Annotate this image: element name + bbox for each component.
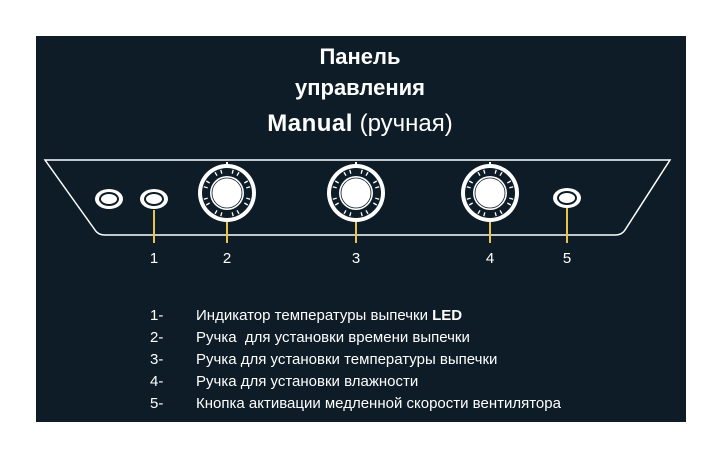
knob-icon[interactable] <box>198 162 256 222</box>
callout-number-1: 1 <box>150 250 158 267</box>
title-line-2: управления <box>294 75 425 100</box>
knob-icon[interactable] <box>461 162 519 222</box>
legend-text: Ручка для установки времени выпечки <box>196 329 470 346</box>
legend-text: Ручка для установки температуры выпечки <box>196 351 498 368</box>
callout-number-3: 3 <box>352 250 360 267</box>
callout-number-2: 2 <box>223 250 231 267</box>
button-icon[interactable] <box>553 188 581 208</box>
callout-number-4: 4 <box>486 250 494 267</box>
title-line-1: Панель <box>319 44 401 69</box>
indicator-light-icon <box>140 189 168 209</box>
legend-bold-suffix: LED <box>432 307 463 324</box>
mode-main: Manual <box>267 110 353 137</box>
legend-text: Кнопка активации медленной скорости вент… <box>196 395 561 412</box>
legend-text: Ручка для установки влажности <box>196 373 419 390</box>
mode-sub: (ручная) <box>359 110 453 137</box>
legend-number: 4- <box>150 373 164 390</box>
legend-number: 3- <box>150 351 164 368</box>
control-panel-background <box>36 36 686 422</box>
panel-outline <box>43 159 672 236</box>
knob-icon[interactable] <box>327 162 385 222</box>
indicator-light-icon <box>95 189 123 209</box>
legend-number: 2- <box>150 329 164 346</box>
legend-number: 5- <box>150 395 164 412</box>
legend-text-wrap: Индикатор температуры выпечки LED <box>196 307 462 324</box>
callout-number-5: 5 <box>563 250 571 267</box>
legend-number: 1- <box>150 307 164 324</box>
mode-title: Manual (ручная) <box>0 110 720 138</box>
legend-text: Индикатор температуры выпечки <box>196 307 428 324</box>
